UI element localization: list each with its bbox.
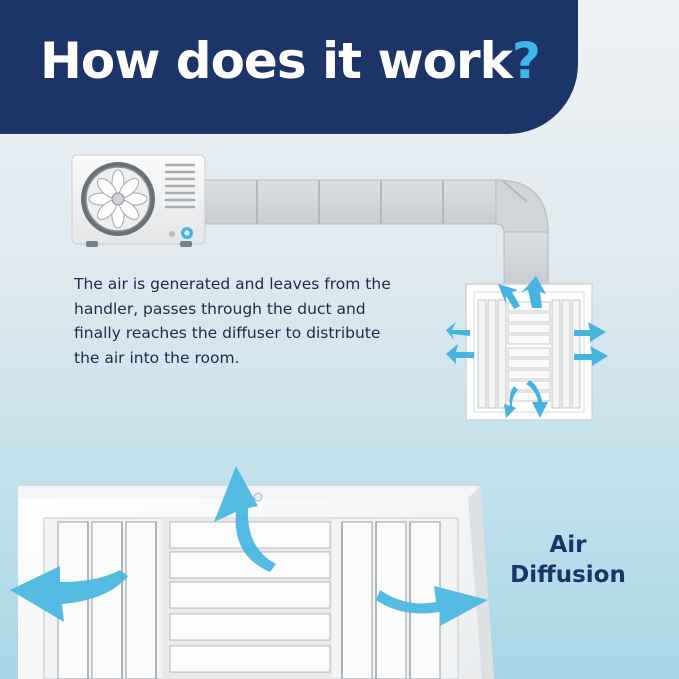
- airflow-arrow-icon: [214, 466, 276, 572]
- airflow-arrow-icon: [504, 386, 518, 418]
- title-text: How does it work: [40, 32, 513, 90]
- airflow-arrow-icon: [498, 284, 520, 309]
- air-duct-illustration: [195, 179, 549, 285]
- airflow-arrow-icon: [574, 346, 608, 366]
- airflow-arrow-icon: [522, 276, 546, 308]
- description-line: finally reaches the diffuser to distribu…: [74, 324, 381, 342]
- ac-unit-illustration: [71, 154, 206, 247]
- label-line: Diffusion: [510, 562, 626, 588]
- airflow-arrow-icon: [10, 566, 128, 622]
- page-title: How does it work?: [40, 32, 541, 90]
- header-banner: [0, 0, 578, 134]
- label-line: Air: [549, 532, 587, 558]
- description-text: The air is generated and leaves from the…: [74, 272, 454, 370]
- airflow-arrows-large: [10, 466, 488, 626]
- airflow-arrow-icon: [376, 586, 488, 626]
- description-line: handler, passes through the duct and: [74, 299, 366, 318]
- air-diffusion-label: Air Diffusion: [500, 530, 636, 590]
- diffuser-small-illustration: [465, 283, 593, 421]
- airflow-arrow-icon: [526, 380, 548, 418]
- airflow-arrow-icon: [446, 344, 474, 364]
- description-line: the air into the room.: [74, 348, 240, 367]
- title-question-mark: ?: [511, 32, 541, 90]
- airflow-arrow-icon: [446, 322, 470, 340]
- airflow-arrow-icon: [574, 322, 606, 342]
- airflow-arrows-small: [446, 276, 608, 418]
- description-line: The air is generated and leaves from the: [74, 275, 391, 293]
